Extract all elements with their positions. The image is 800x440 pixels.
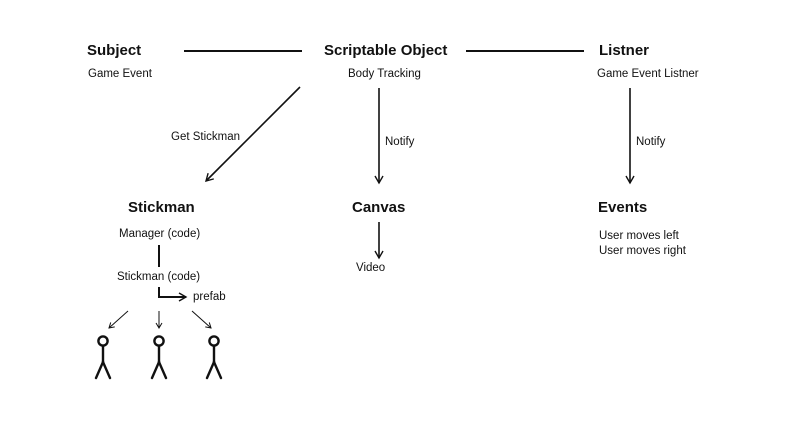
stick-figure-icon [94, 335, 112, 380]
figure-arrow-right [191, 310, 212, 329]
get-stickman-label: Get Stickman [171, 131, 241, 143]
scriptable-object-title: Scriptable Object [324, 42, 448, 59]
listner-title: Listner [599, 42, 650, 59]
stickman-code-label: Stickman (code) [117, 271, 201, 283]
scriptable-object-subtitle: Body Tracking [348, 68, 421, 80]
stick-figure-icon [205, 335, 223, 380]
subject-subtitle: Game Event [88, 68, 152, 80]
video-label: Video [356, 262, 386, 274]
notify-events-label: Notify [636, 136, 666, 148]
figure-arrow-left [108, 310, 129, 329]
prefab-label: prefab [193, 291, 226, 303]
events-title: Events [598, 199, 648, 216]
stickman-to-prefab-arrow [158, 287, 188, 302]
event-item-move-left: User moves left [599, 230, 679, 242]
stickman-title: Stickman [128, 199, 195, 216]
listner-subtitle: Game Event Listner [597, 68, 699, 80]
event-item-move-right: User moves right [599, 245, 686, 257]
notify-canvas-label: Notify [385, 136, 415, 148]
manager-code-label: Manager (code) [119, 228, 201, 240]
canvas-title: Canvas [352, 199, 406, 216]
stick-figure-icon [150, 335, 168, 380]
subject-title: Subject [87, 42, 142, 59]
get-stickman-arrow [205, 86, 301, 182]
